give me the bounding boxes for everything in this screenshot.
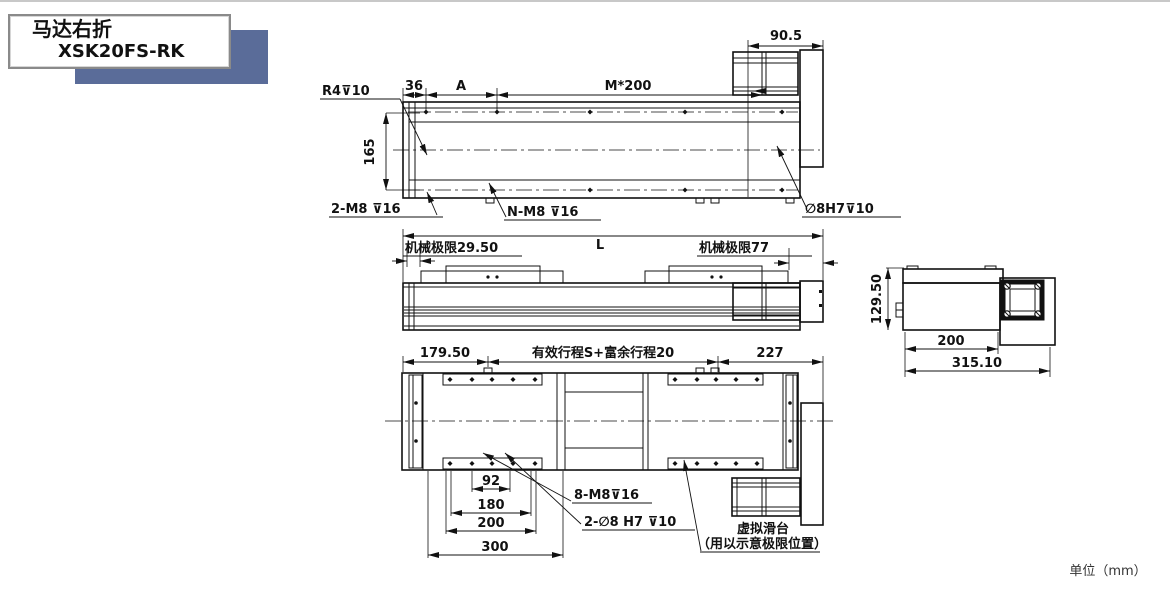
limit-right-label: 机械极限77: [699, 240, 769, 256]
motor-block-side: [732, 282, 801, 321]
dim-stroke: 有效行程S+富余行程20: [532, 345, 674, 361]
label-8h7: ∅8H7⊽10: [805, 202, 874, 217]
slider-right: [644, 265, 789, 284]
unit-note: 单位（mm）: [1069, 564, 1146, 579]
flange-screw-icons: [1003, 282, 1042, 318]
model-number: XSK20FS-RK: [58, 41, 185, 62]
dim-165: 165: [363, 138, 378, 165]
dim-m200: M*200: [605, 79, 652, 94]
title-block: 马达右折 XSK20FS-RK: [8, 14, 231, 69]
dim-A: A: [456, 79, 466, 94]
dim-90-5: 90.5: [770, 29, 802, 44]
dim-315-1: 315.10: [952, 356, 1002, 371]
dim-179-5: 179.50: [420, 346, 470, 361]
motor-block-top: [732, 51, 799, 96]
label-2m8: 2-M8 ⊽16: [331, 202, 401, 217]
top-view: 90.5 36 A M*200 R4⊽10 165 2-M8 ⊽16: [320, 29, 901, 221]
dim-36: 36: [405, 79, 423, 94]
dim-92: 92: [482, 474, 500, 489]
end-view: 129.50: [870, 265, 1056, 377]
dim-200-plan: 200: [477, 516, 504, 531]
side-view: L 机械极限29.50 机械极限77: [392, 229, 838, 331]
dim-L: L: [596, 238, 604, 253]
table-hole-markers: [447, 377, 760, 466]
dim-200-end: 200: [937, 334, 964, 349]
limit-left-label: 机械极限29.50: [405, 240, 498, 256]
dim-180: 180: [477, 498, 504, 513]
label-2d8: 2-∅8 H7 ⊽10: [584, 515, 676, 530]
end-plate-side-view: [799, 280, 824, 323]
slider-left: [420, 265, 564, 284]
dim-227: 227: [756, 346, 783, 361]
end-plate-top-view: [799, 49, 824, 168]
model-name: 马达右折: [32, 17, 112, 41]
plan-view: 179.50 有效行程S+富余行程20 227: [385, 345, 833, 558]
virtual-slider-note-2: （用以示意极限位置）: [697, 536, 827, 552]
output-flange: [999, 277, 1056, 346]
virtual-slider-note-1: 虚拟滑台: [737, 521, 789, 537]
virtual-slider: [731, 477, 801, 517]
mounting-hole-markers: [423, 109, 785, 193]
label-8m8: 8-M8⊽16: [574, 488, 639, 503]
label-r4: R4⊽10: [322, 84, 370, 99]
label-nm8: N-M8 ⊽16: [507, 205, 578, 220]
dim-129-5: 129.50: [870, 274, 885, 324]
dim-300: 300: [481, 540, 508, 555]
motor-housing-plan: [800, 402, 824, 526]
